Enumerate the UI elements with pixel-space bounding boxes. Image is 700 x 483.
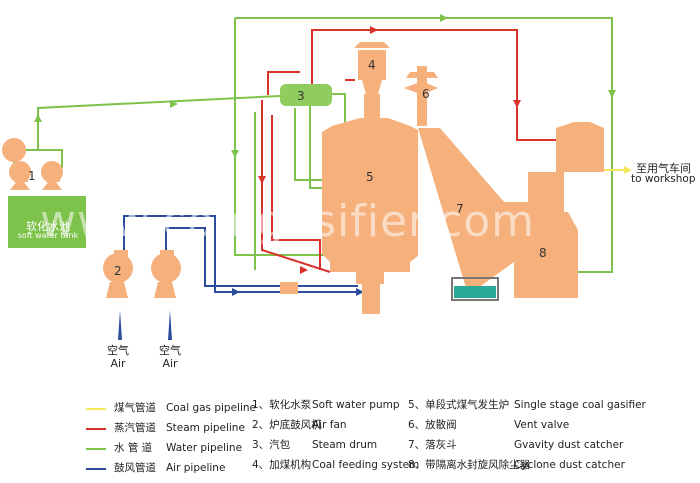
soft-water-tank: [8, 196, 86, 248]
legend-pipe-air-cn: 鼓风管道: [114, 462, 156, 474]
label-gravity-number: 7: [456, 202, 464, 216]
steam-arrows: [258, 26, 521, 274]
label-drum-number: 3: [297, 89, 305, 103]
gas-arrow: [624, 166, 632, 174]
air-inlet-1-en: Air: [110, 356, 126, 370]
legend-item-3-en: Steam drum: [312, 439, 378, 451]
air-inlet-2-en: Air: [162, 356, 178, 370]
legend-pipe-steam-cn: 蒸汽管道: [114, 422, 156, 434]
workshop-label-en: to workshop: [631, 173, 696, 185]
air-arrows: [232, 288, 364, 296]
label-gasifier-number: 5: [366, 170, 374, 184]
steam-drum: [280, 84, 332, 106]
legend-item-7-cn: 7、落灰斗: [408, 439, 457, 451]
air-pipelines: [123, 215, 358, 293]
legend-swatch-steam: [86, 428, 106, 430]
legend-item-4-cn: 4、加煤机构: [252, 459, 312, 471]
soft-water-pumps: [2, 138, 63, 190]
tank-label-en: soft water tank: [17, 231, 79, 240]
legend-item-3-cn: 3、汽包: [252, 439, 291, 451]
label-cyclone-number: 8: [539, 246, 547, 260]
legend-item-1-en: Soft water pump: [312, 399, 400, 411]
air-inlet-2: 空气 Air: [150, 344, 190, 370]
label-pump-number: 1: [28, 169, 36, 183]
air-inlet-2-cn: 空气: [159, 344, 181, 357]
legend-swatch-air: [86, 468, 106, 470]
air-inlet-arrows: [118, 310, 172, 340]
legend-item-7-en: Gvavity dust catcher: [514, 439, 624, 451]
legend-pipe-air-en: Air pipeline: [166, 462, 226, 474]
label-vent-number: 6: [422, 87, 430, 101]
water-seal: [451, 277, 499, 301]
legend-item-1-cn: 1、软化水泵: [252, 399, 312, 411]
legend-pipe-water-en: Water pipeline: [166, 442, 243, 454]
legend-item-6-en: Vent valve: [514, 419, 570, 431]
legend-item-4-en: Coal feeding system: [312, 459, 420, 471]
tank-label-cn: 软化水池: [26, 220, 70, 233]
steam-pipelines: [261, 29, 560, 273]
legend-item-6-cn: 6、放散阀: [408, 419, 457, 431]
cyclone-dust-catcher: [514, 122, 604, 298]
air-inlet-1-cn: 空气: [107, 344, 129, 357]
legend-item-2-en: Air fan: [312, 419, 347, 431]
air-inlet-1: 空气 Air: [98, 344, 138, 370]
gravity-dust-catcher: [418, 128, 518, 288]
legend-item-5-cn: 5、单段式煤气发生炉: [408, 399, 510, 411]
watermark: www.coalgasifier.com: [40, 196, 536, 247]
legend-pipe-water-cn: 水 管 道: [114, 442, 153, 454]
vent-valve: [404, 66, 438, 126]
label-fan-number: 2: [114, 264, 122, 278]
legend-swatch-water: [86, 448, 106, 450]
legend-item-8-en: Cyclone dust catcher: [514, 459, 625, 471]
coal-feeding-system: [354, 42, 390, 118]
legend-swatch-gas: [86, 408, 106, 410]
water-pipelines: [13, 17, 613, 273]
workshop-label-cn: 至用气车间: [636, 162, 691, 175]
legend-pipe-gas-cn: 煤气管道: [114, 402, 156, 414]
coal-gasifier: [280, 118, 418, 314]
legend-pipe-gas-en: Coal gas pipeline: [166, 402, 257, 414]
water-arrows: [34, 14, 616, 158]
legend-pipe-steam-en: Steam pipeline: [166, 422, 245, 434]
air-fans: [103, 250, 181, 298]
label-feeder-number: 4: [368, 58, 376, 72]
gas-duct: [500, 202, 530, 214]
legend-item-5-en: Single stage coal gasifier: [514, 399, 646, 411]
legend-item-8-cn: 8、带隔离水封旋风除尘器: [408, 459, 531, 471]
legend-item-2-cn: 2、炉底鼓风机: [252, 419, 322, 431]
